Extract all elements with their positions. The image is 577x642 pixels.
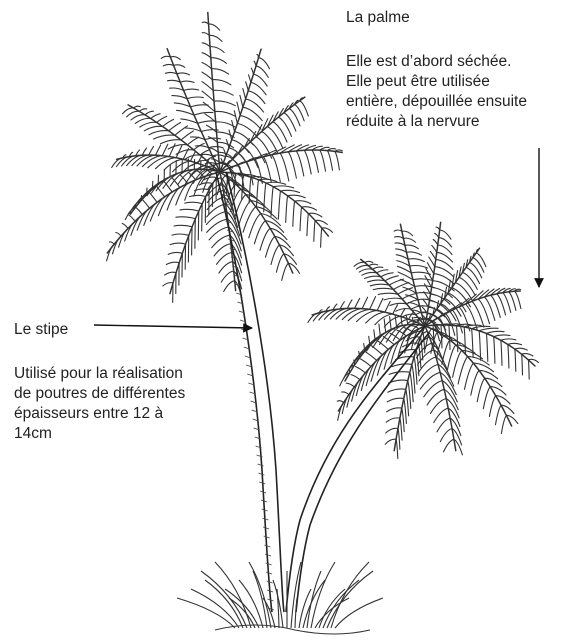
palme-description: Elle est d’abord séchée. Elle peut être … xyxy=(346,52,571,132)
palme-title: La palme xyxy=(346,8,410,28)
leaning-palm-trunk xyxy=(286,326,428,612)
stipe-arrow xyxy=(94,325,252,328)
stipe-description: Utilisé pour la réalisation de poutres d… xyxy=(14,364,234,444)
grass-tuft xyxy=(177,562,383,634)
stipe-title: Le stipe xyxy=(14,320,68,340)
